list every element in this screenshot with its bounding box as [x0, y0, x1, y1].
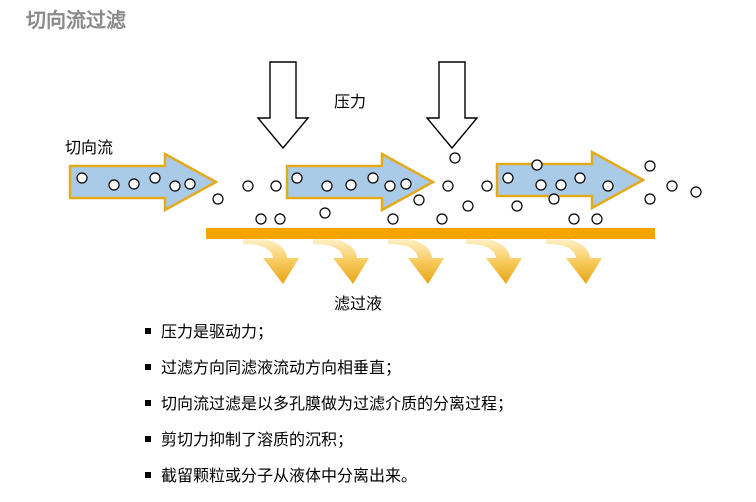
particle: [291, 172, 303, 184]
particle: [449, 152, 461, 164]
bullet-text: 过滤方向同滤液流动方向相垂直；: [161, 358, 402, 377]
particle: [644, 193, 656, 205]
particle: [481, 180, 493, 192]
particle: [602, 180, 614, 192]
flow-arrow-1: [68, 151, 219, 213]
particle: [574, 172, 586, 184]
particles: [76, 152, 702, 225]
particle: [319, 207, 331, 219]
filtrate-arrow: [243, 236, 299, 284]
particle: [535, 179, 547, 191]
bullet-text: 压力是驱动力；: [161, 322, 274, 341]
particle: [644, 160, 656, 172]
bullet-item: 截留颗粒或分子从液体中分离出来。: [145, 464, 513, 500]
particle: [690, 186, 702, 198]
particle: [531, 159, 543, 171]
filtrate-arrows: [243, 236, 602, 284]
filtrate-arrow: [546, 236, 602, 284]
bullet-marker: [145, 471, 151, 478]
membrane-bar: [206, 228, 655, 239]
bullet-marker: [145, 327, 151, 334]
particle: [436, 213, 448, 225]
bullet-text: 切向流过滤是以多孔膜做为过滤介质的分离过程；: [161, 394, 514, 413]
pressure-arrow-left: [256, 61, 310, 150]
particle: [548, 193, 560, 205]
particle: [169, 180, 181, 192]
particle: [400, 178, 412, 190]
bullet-item: 剪切力抑制了溶质的沉积；: [145, 428, 513, 464]
particle: [321, 180, 333, 192]
particle: [442, 180, 454, 192]
pressure-arrow-right: [425, 61, 479, 150]
particle: [255, 213, 267, 225]
bullet-marker: [145, 435, 151, 442]
particle: [462, 200, 474, 212]
particle: [212, 193, 224, 205]
particle: [502, 172, 514, 184]
bullet-marker: [145, 399, 151, 406]
bullet-item: 压力是驱动力；: [145, 320, 513, 356]
particle: [413, 194, 425, 206]
particle: [149, 172, 161, 184]
particle: [108, 179, 120, 191]
page-title: 切向流过滤: [26, 8, 126, 32]
particle: [128, 178, 140, 190]
particle: [184, 178, 196, 190]
bullet-item: 过滤方向同滤液流动方向相垂直；: [145, 356, 513, 392]
particle: [511, 200, 523, 212]
bullet-marker: [145, 363, 151, 370]
bullet-text: 剪切力抑制了溶质的沉积；: [161, 430, 354, 449]
particle: [568, 213, 580, 225]
bullet-text: 截留颗粒或分子从液体中分离出来。: [161, 466, 418, 485]
particle: [242, 180, 254, 192]
bullet-list: 压力是驱动力； 过滤方向同滤液流动方向相垂直； 切向流过滤是以多孔膜做为过滤介质…: [145, 320, 513, 500]
particle: [274, 213, 286, 225]
particle: [591, 213, 603, 225]
tangential-flow-label: 切向流: [65, 138, 114, 157]
particle: [555, 179, 567, 191]
flow-arrow-2: [285, 151, 436, 213]
pressure-label: 压力: [334, 92, 367, 111]
flow-arrow-3: [495, 149, 646, 211]
filtrate-label: 滤过液: [334, 294, 383, 313]
particle: [384, 180, 396, 192]
particle: [666, 180, 678, 192]
filtrate-arrow: [313, 236, 369, 284]
bullet-item: 切向流过滤是以多孔膜做为过滤介质的分离过程；: [145, 392, 513, 428]
particle: [367, 172, 379, 184]
particle: [345, 179, 357, 191]
particle: [76, 172, 88, 184]
particle: [270, 180, 282, 192]
filtrate-arrow: [466, 236, 522, 284]
filtrate-arrow: [388, 236, 444, 284]
particle: [387, 213, 399, 225]
